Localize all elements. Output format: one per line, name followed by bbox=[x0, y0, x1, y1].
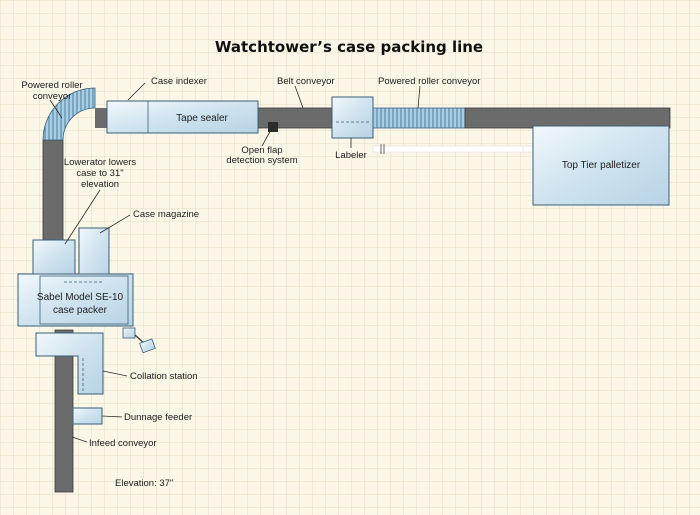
collation-station-label: Collation station bbox=[130, 371, 198, 382]
packer-control-panel bbox=[139, 338, 156, 354]
case-packer-inner bbox=[39, 275, 129, 325]
curved-powered-roller-conveyor bbox=[42, 87, 96, 141]
open-flap-label-1: Open flap bbox=[241, 145, 282, 156]
top-tier-palletizer bbox=[532, 125, 670, 206]
tape-sealer-label: Tape sealer bbox=[176, 113, 228, 124]
case-magazine-label: Case magazine bbox=[133, 209, 199, 220]
palletizer-label: Top Tier palletizer bbox=[562, 160, 641, 171]
belt-conveyor-label: Belt conveyor bbox=[277, 76, 335, 87]
packer-control-box bbox=[122, 327, 136, 339]
powered-roller-label-2: conveyor bbox=[33, 91, 72, 102]
infeed-conveyor-label: Infeed conveyor bbox=[89, 438, 157, 449]
powered-roller-label-1: Powered roller bbox=[21, 80, 82, 91]
elevation-label: Elevation: 37" bbox=[115, 478, 173, 489]
belt-conveyor-to-palletizer bbox=[464, 107, 671, 129]
labeler bbox=[331, 96, 374, 139]
lowerator bbox=[32, 239, 76, 275]
leader-lines bbox=[49, 82, 421, 443]
case-packer-label-2: case packer bbox=[53, 305, 108, 316]
open-flap-sensor bbox=[268, 122, 278, 132]
lowerator-label-1: Lowerator lowers bbox=[64, 157, 137, 168]
labeler-label: Labeler bbox=[335, 150, 367, 161]
lowerator-label-3: elevation bbox=[81, 179, 119, 190]
case-packer bbox=[17, 273, 134, 327]
lowerator-feed-conveyor bbox=[42, 139, 64, 241]
lowerator-label-2: case to 31" bbox=[76, 168, 123, 179]
top-conveyor-start bbox=[95, 108, 107, 128]
powered-roller-conveyor-label: Powered roller conveyor bbox=[378, 76, 480, 87]
dunnage-feeder bbox=[72, 407, 103, 425]
pallet-track bbox=[372, 145, 534, 153]
case-indexer-label: Case indexer bbox=[151, 76, 207, 87]
collation-station bbox=[35, 332, 104, 395]
dunnage-feeder-label: Dunnage feeder bbox=[124, 412, 192, 423]
case-packer-label-1: Sabel Model SE-10 bbox=[37, 292, 124, 303]
diagram-title: Watchtower’s case packing line bbox=[215, 38, 483, 56]
open-flap-label-2: detection system bbox=[226, 155, 297, 166]
tape-sealer bbox=[106, 100, 259, 134]
powered-roller-conveyor bbox=[372, 107, 466, 129]
